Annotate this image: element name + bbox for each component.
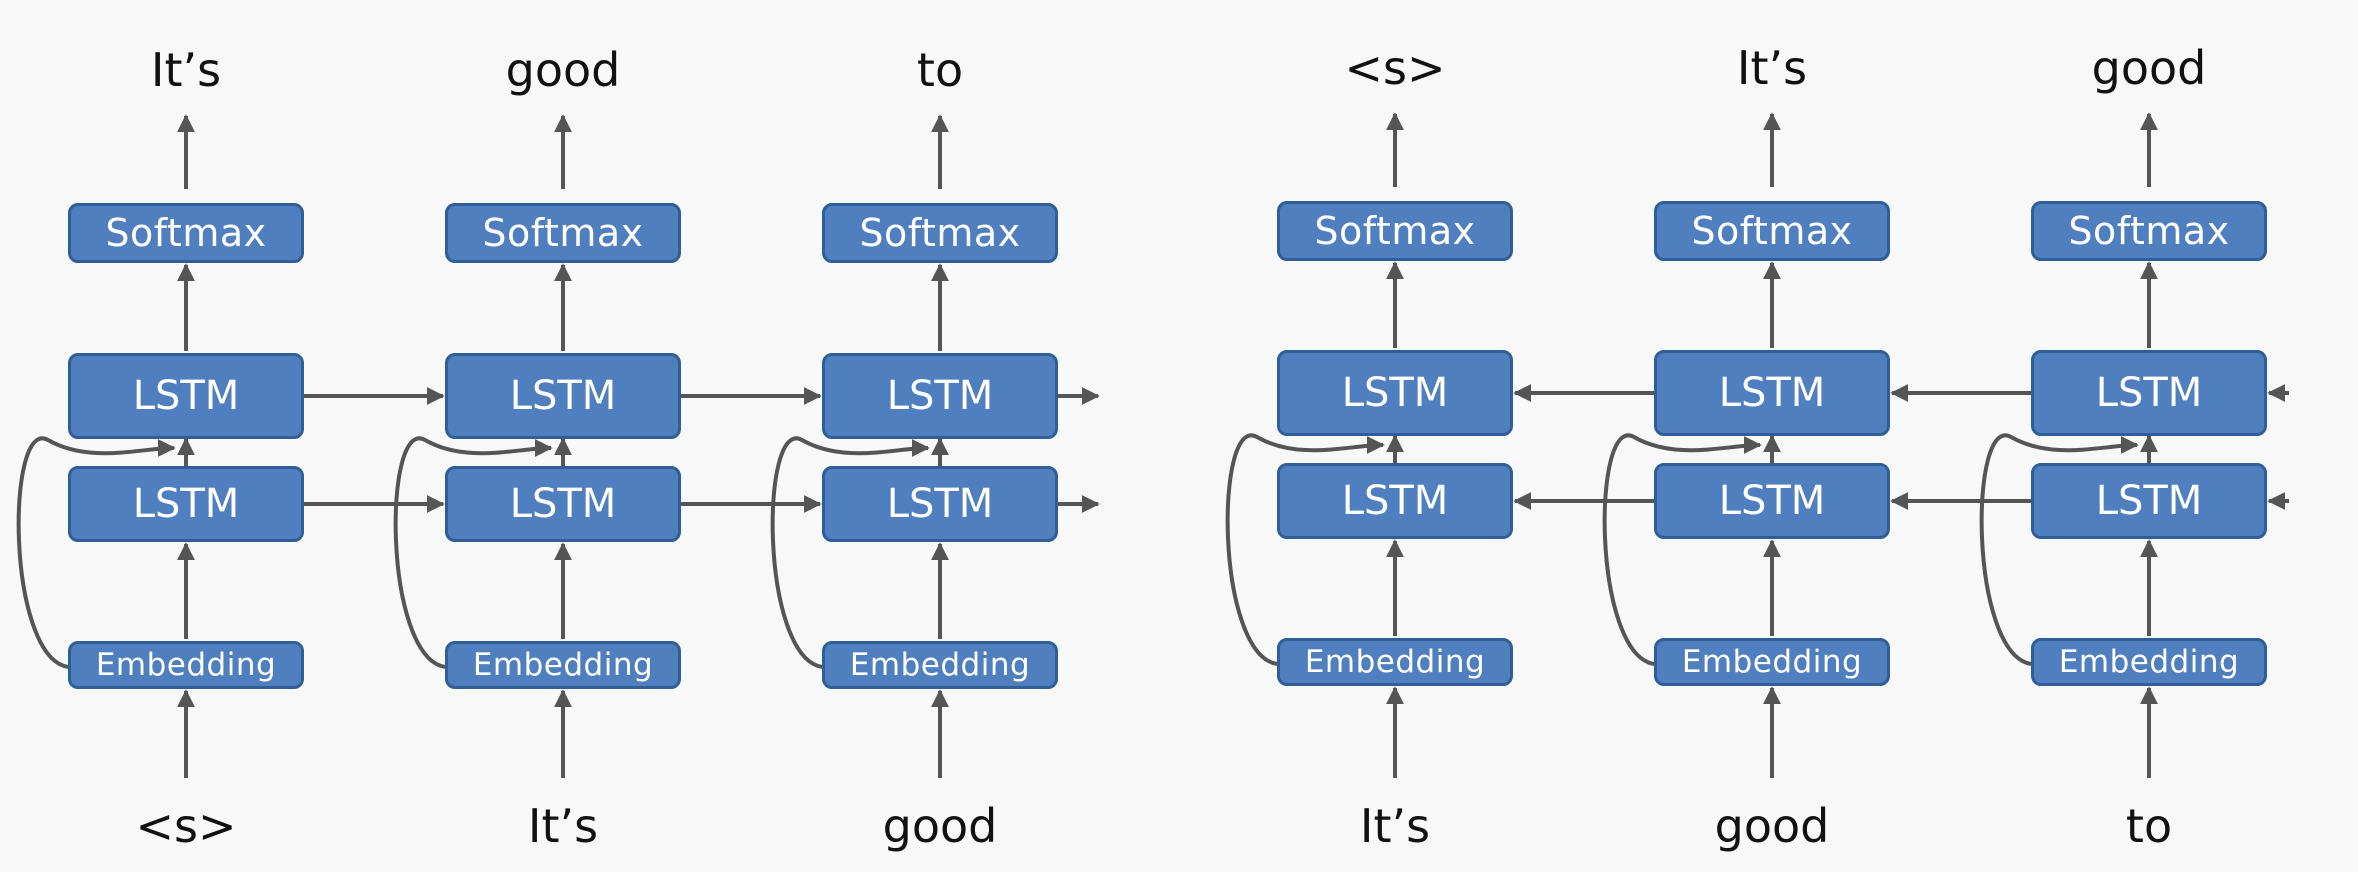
fwd-step-2-embedding-box: Embedding: [445, 641, 681, 689]
fwd-step-3-embedding-box: Embedding: [822, 641, 1058, 689]
bwd-step-1-embedding-box: Embedding: [1277, 638, 1513, 686]
fwd-step-2-lstm-top-box: LSTM: [445, 353, 681, 439]
bwd-step-2-skip-connection-arrow: [1602, 433, 1762, 666]
bwd-step-1-input-token: It’s: [1359, 799, 1431, 853]
fwd-step-1-lstm-top-box: LSTM: [68, 353, 304, 439]
fwd-step-2-input-token: It’s: [527, 799, 599, 853]
fwd-step-1-skip-connection-arrow: [16, 436, 176, 669]
bwd-step-3-output-token: good: [2091, 41, 2207, 95]
bwd-step-2-softmax-box: Softmax: [1654, 201, 1890, 261]
bwd-step-3-lstm-bottom-box: LSTM: [2031, 463, 2267, 539]
bwd-step-3-lstm-top-box: LSTM: [2031, 350, 2267, 436]
fwd-step-1-lstm-bottom-box: LSTM: [68, 466, 304, 542]
fwd-step-1-output-token: It’s: [150, 43, 222, 97]
bwd-step-3-input-token: to: [2125, 799, 2173, 853]
fwd-step-3-lstm-top-box: LSTM: [822, 353, 1058, 439]
bwd-step-1-lstm-top-box: LSTM: [1277, 350, 1513, 436]
fwd-step-2-softmax-box: Softmax: [445, 203, 681, 263]
fwd-step-2-lstm-bottom-box: LSTM: [445, 466, 681, 542]
bwd-step-2-output-token: It’s: [1736, 41, 1808, 95]
fwd-step-3-output-token: to: [916, 43, 964, 97]
fwd-step-2-skip-connection-arrow: [393, 436, 553, 669]
bwd-step-3-skip-connection-arrow: [1979, 433, 2139, 666]
bwd-step-1-lstm-bottom-box: LSTM: [1277, 463, 1513, 539]
bwd-step-2-input-token: good: [1714, 799, 1830, 853]
fwd-step-3-input-token: good: [882, 799, 998, 853]
fwd-step-1-embedding-box: Embedding: [68, 641, 304, 689]
fwd-step-3-skip-connection-arrow: [770, 436, 930, 669]
bwd-step-1-output-token: <s>: [1344, 41, 1446, 95]
fwd-step-2-output-token: good: [505, 43, 621, 97]
bwd-step-3-embedding-box: Embedding: [2031, 638, 2267, 686]
bwd-step-2-lstm-top-box: LSTM: [1654, 350, 1890, 436]
fwd-step-3-lstm-bottom-box: LSTM: [822, 466, 1058, 542]
fwd-step-1-input-token: <s>: [135, 799, 237, 853]
fwd-step-3-softmax-box: Softmax: [822, 203, 1058, 263]
bwd-step-1-skip-connection-arrow: [1225, 433, 1385, 666]
bwd-step-2-embedding-box: Embedding: [1654, 638, 1890, 686]
bwd-step-2-lstm-bottom-box: LSTM: [1654, 463, 1890, 539]
fwd-step-1-softmax-box: Softmax: [68, 203, 304, 263]
bwd-step-3-softmax-box: Softmax: [2031, 201, 2267, 261]
bwd-step-1-softmax-box: Softmax: [1277, 201, 1513, 261]
